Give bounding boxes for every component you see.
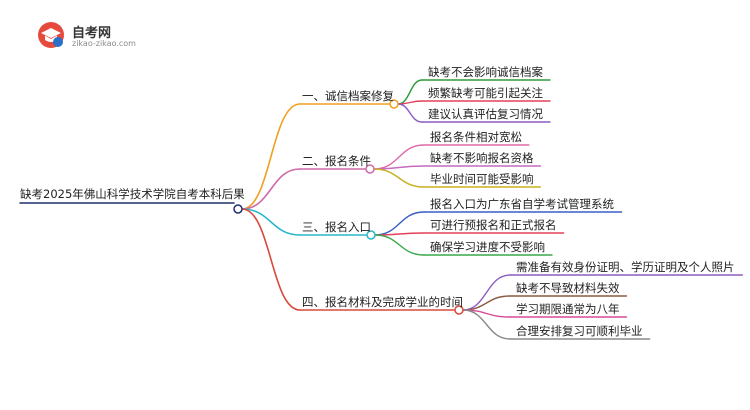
branch-connector-1 [241,103,301,210]
child-connector-4-2 [462,295,511,311]
child-connector-4-4 [462,309,511,340]
child-connector-2-1 [373,144,425,170]
leaf-label-1-3[interactable]: 建议认真评估复习情况 [428,107,543,121]
child-connector-1-1 [397,79,423,105]
root-node[interactable] [233,204,243,214]
logo-name: 自考网 [72,26,112,41]
site-logo[interactable]: 自考网 zikao-zikao.com [36,20,146,52]
child-connector-4-1 [462,274,511,311]
root-topic[interactable]: 缺考2025年佛山科学技术学院自考本科后果 [20,187,245,201]
leaf-label-2-2[interactable]: 缺考不影响报名资格 [430,151,534,165]
leaf-label-3-2[interactable]: 可进行预报名和正式报名 [430,218,557,232]
leaf-label-3-3[interactable]: 确保学习进度不受影响 [430,240,545,254]
branch-label-4[interactable]: 四、报名材料及完成学业的时间 [302,295,463,309]
leaf-label-4-2[interactable]: 缺考不导致材料失效 [516,281,620,295]
child-connector-2-3 [373,168,425,188]
branch-label-3[interactable]: 三、报名入口 [302,220,371,234]
leaf-label-1-1[interactable]: 缺考不会影响诚信档案 [428,65,543,79]
branch-connector-4 [241,208,301,311]
branch-label-2[interactable]: 二、报名条件 [302,154,371,168]
leaf-label-1-2[interactable]: 频繁缺考可能引起关注 [428,86,543,100]
leaf-label-4-4[interactable]: 合理安排复习可顺利毕业 [516,324,643,338]
graduation-cap-icon [38,22,64,48]
branch-node-2[interactable] [365,164,375,174]
branch-label-1[interactable]: 一、诚信档案修复 [302,89,394,103]
branch-connector-2 [241,168,301,210]
child-connector-1-3 [397,103,423,123]
leaf-label-2-3[interactable]: 毕业时间可能受影响 [430,172,534,186]
child-connector-3-3 [374,234,425,256]
leaf-label-4-3[interactable]: 学习期限通常为八年 [516,302,620,316]
logo-url: zikao-zikao.com [72,39,136,48]
branch-node-3[interactable] [366,230,376,240]
branch-connector-3 [241,208,301,236]
leaf-label-4-1[interactable]: 需准备有效身份证明、学历证明及个人照片 [516,260,735,274]
leaf-label-2-1[interactable]: 报名条件相对宽松 [430,130,522,144]
leaf-label-3-1[interactable]: 报名入口为广东省自学考试管理系统 [430,197,614,211]
branch-node-4[interactable] [454,305,464,315]
child-connector-3-1 [374,211,425,236]
branch-node-1[interactable] [389,99,399,109]
